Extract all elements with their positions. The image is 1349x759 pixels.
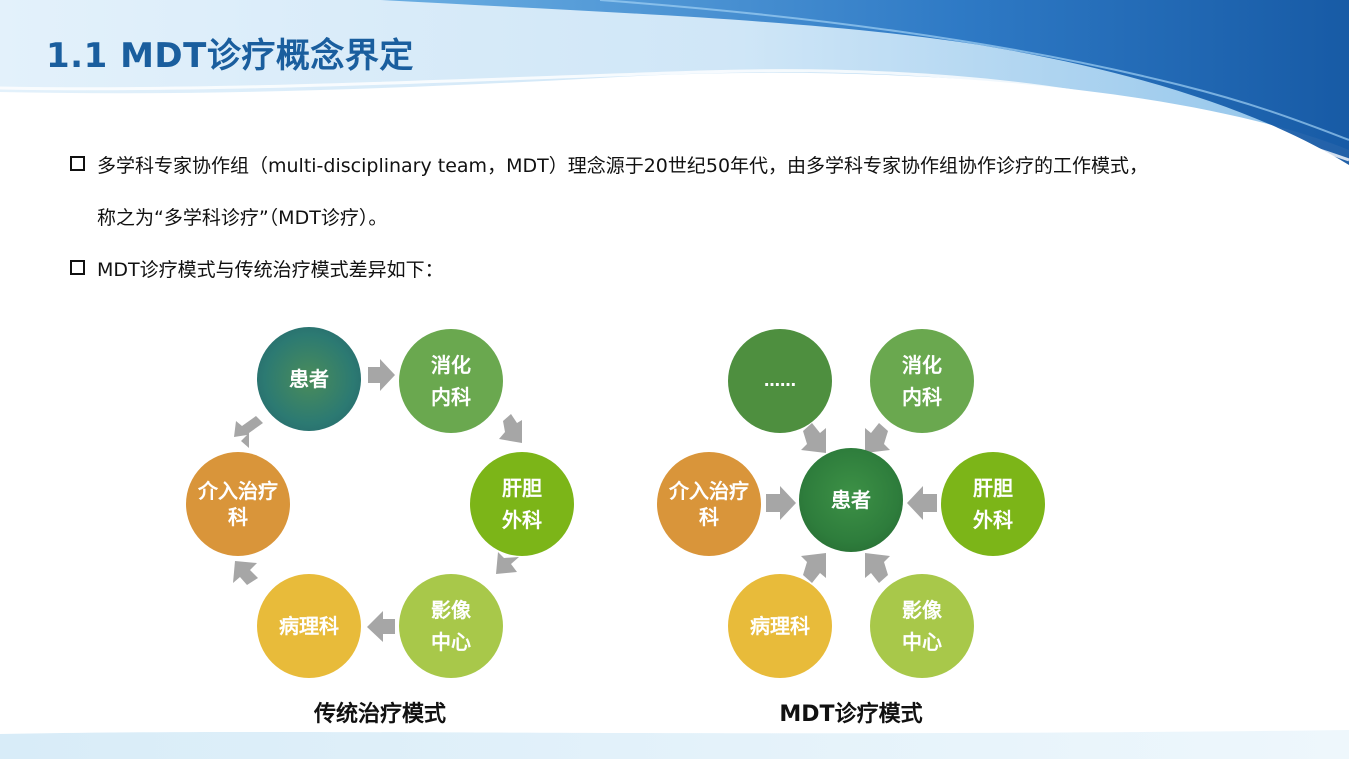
traditional-node-hepatobiliary: 肝胆外科 xyxy=(470,452,574,556)
bullet-mdt-definition-continued: 称之为“多学科诊疗”（MDT诊疗）。 xyxy=(97,207,388,229)
arrow-digestive-to-hepato xyxy=(499,414,522,443)
arrow-hepato-to-patient xyxy=(907,486,937,520)
mdt-node-hepatobiliary: 肝胆外科 xyxy=(941,452,1045,556)
page-title: 1.1 MDT诊疗概念界定 xyxy=(46,36,414,76)
bullet-mdt-definition: 多学科专家协作组（multi-disciplinary team，MDT）理念源… xyxy=(70,151,1148,178)
traditional-caption: 传统治疗模式 xyxy=(313,702,446,727)
mdt-node-more: …… xyxy=(728,329,832,433)
bullet-text: 多学科专家协作组（multi-disciplinary team，MDT）理念源… xyxy=(97,155,1149,177)
traditional-node-patient: 患者 xyxy=(257,327,361,431)
mdt-caption: MDT诊疗模式 xyxy=(779,702,923,727)
arrow-imaging-to-patient xyxy=(865,553,890,583)
arrow-imaging-to-pathology xyxy=(367,611,395,642)
header-wave-background xyxy=(0,0,1349,165)
mdt-node-interventional: 介入治疗科 xyxy=(657,452,761,556)
traditional-node-interventional: 介入治疗科 xyxy=(186,452,290,556)
arrow-pathology-to-patient xyxy=(801,553,826,583)
arrow-digestive-to-patient xyxy=(865,423,890,453)
arrow-interventional-to-patient-mdt xyxy=(766,486,796,520)
mdt-node-digestive: 消化内科 xyxy=(870,329,974,433)
traditional-node-digestive: 消化内科 xyxy=(399,329,503,433)
arrow-pathology-to-interventional xyxy=(233,561,258,585)
mdt-node-imaging: 影像中心 xyxy=(870,574,974,678)
traditional-node-imaging: 影像中心 xyxy=(399,574,503,678)
mdt-node-pathology: 病理科 xyxy=(728,574,832,678)
traditional-node-pathology: 病理科 xyxy=(257,574,361,678)
square-bullet-icon xyxy=(70,260,85,275)
arrow-hepato-to-imaging xyxy=(496,552,519,574)
footer-wave-background xyxy=(0,730,1349,759)
arrow-more-to-patient xyxy=(801,423,826,453)
arrow-patient-to-digestive xyxy=(368,359,395,391)
bullet-mdt-difference: MDT诊疗模式与传统治疗模式差异如下： xyxy=(70,255,444,282)
arrow-interventional-to-patient xyxy=(234,416,263,448)
square-bullet-icon xyxy=(70,156,85,171)
mdt-node-patient: 患者 xyxy=(799,448,903,552)
bullet-text: MDT诊疗模式与传统治疗模式差异如下： xyxy=(97,259,444,281)
